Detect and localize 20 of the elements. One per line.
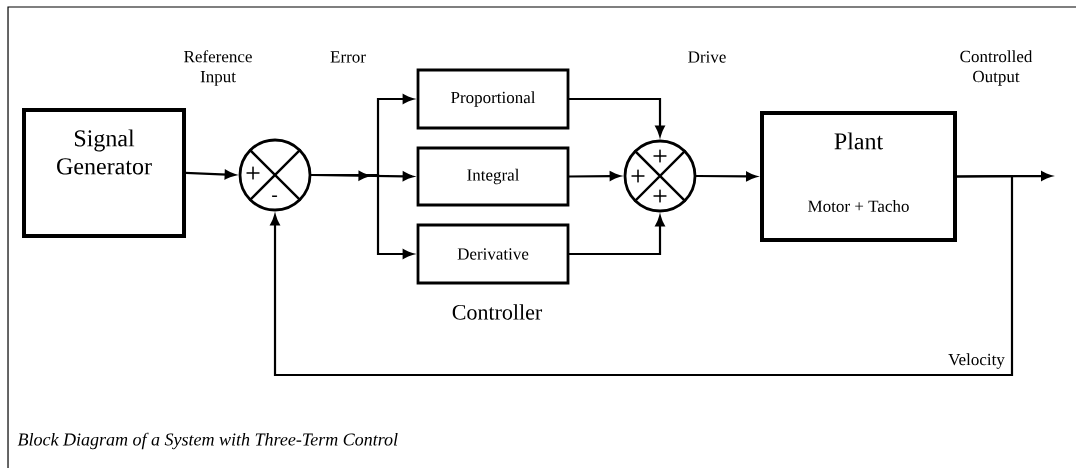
signal-label: Controller [452, 304, 543, 320]
block-box: Derivative [416, 223, 570, 285]
arrow [184, 169, 236, 180]
block-box: Integral [416, 146, 570, 207]
arrow [568, 171, 621, 181]
block-box: Signal Generator [22, 108, 186, 238]
signal-label: Error [330, 51, 366, 63]
signal-label: Controlled Output [960, 50, 1033, 86]
arrow [270, 174, 1014, 377]
block-box: Proportional [416, 68, 570, 130]
summing-junction: + + + [623, 139, 697, 213]
arrow [568, 215, 665, 256]
arrow [568, 97, 665, 137]
signal-label: Drive [688, 51, 726, 63]
block-box: Plant Motor + Tacho [760, 111, 957, 242]
signal-label: Reference Input [184, 50, 252, 86]
edge-label: Velocity [947, 352, 1006, 370]
caption: Block Diagram of a System with Three-Term Control [17, 432, 398, 450]
arrow [310, 173, 414, 259]
summing-junction: + - [238, 138, 312, 212]
